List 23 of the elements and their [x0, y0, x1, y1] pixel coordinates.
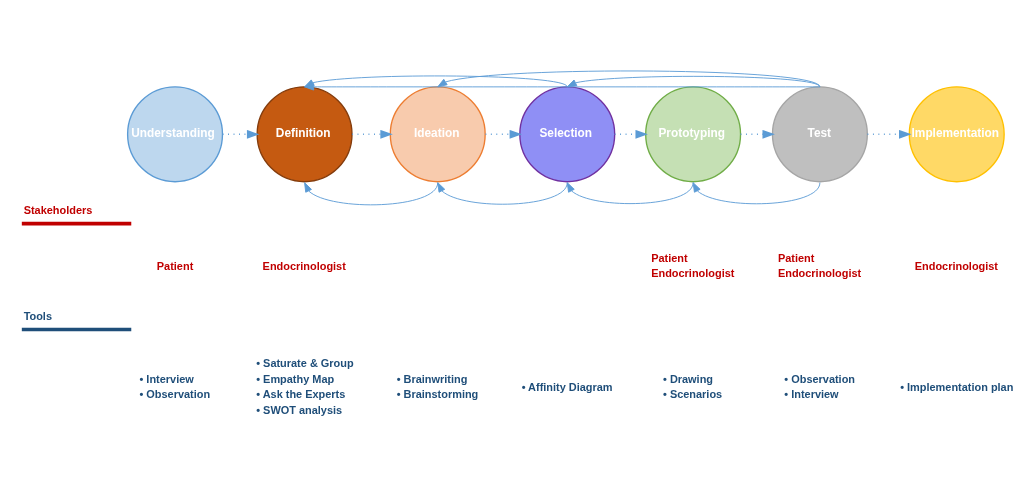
label: • Interview — [784, 387, 839, 400]
label: • Affinity Diagram — [521, 380, 613, 393]
label: • Brainwriting — [396, 372, 468, 385]
label: • SWOT analysis — [256, 403, 343, 416]
label: • Implementation plan — [900, 380, 1014, 393]
label: Endocrinologist — [262, 259, 346, 272]
label: • Empathy Map — [256, 372, 335, 385]
label: • Scenarios — [663, 387, 723, 400]
label: • Ask the Experts — [256, 387, 346, 400]
label: • Observation — [139, 387, 211, 400]
label: Stakeholders — [23, 203, 93, 216]
label: Tools — [23, 309, 52, 322]
label: • Observation — [784, 372, 856, 385]
label: Patient — [156, 259, 194, 272]
label: Endocrinologist — [914, 259, 999, 272]
label: • Drawing — [663, 372, 714, 385]
label: Patient — [651, 251, 688, 264]
label: Endocrinologist — [777, 266, 862, 279]
label: Patient — [777, 251, 815, 264]
label: • Interview — [139, 372, 194, 385]
label: • Brainstorming — [396, 387, 479, 400]
label: • Saturate & Group — [256, 356, 354, 369]
label: Endocrinologist — [651, 266, 735, 279]
